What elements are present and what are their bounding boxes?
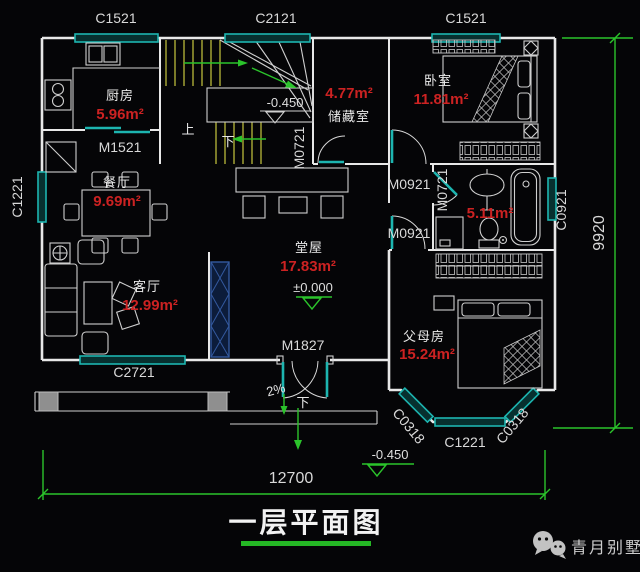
- room-name: 卧室: [424, 73, 452, 88]
- stair-break-line: [219, 39, 312, 91]
- entry-down-label: 下: [296, 395, 309, 410]
- stair-down-label: 下: [221, 134, 234, 149]
- entry-slope-arrows: [280, 394, 302, 450]
- kitchen-sliding-door: [85, 126, 150, 134]
- room-area: 5.96m²: [96, 106, 144, 123]
- parents-furniture: [433, 253, 543, 389]
- room-name: 客厅: [133, 279, 161, 294]
- window-label: C2721: [113, 364, 154, 380]
- drawing-title-block: 一层平面图: [228, 507, 383, 546]
- bathroom-door: [433, 171, 458, 206]
- kitchen-fixtures: [44, 42, 160, 130]
- stair-up-label: 上: [181, 122, 194, 137]
- room-area: 15.24m²: [399, 346, 455, 363]
- window-label: C0921: [553, 189, 569, 230]
- bathroom-fixtures: [435, 168, 541, 250]
- hall-screen: [210, 261, 230, 358]
- bedroom-door: [390, 129, 427, 165]
- room-name: 堂屋: [295, 240, 323, 255]
- porch: 2% 下: [34, 380, 378, 450]
- dimension-lines: 12700 9920: [37, 32, 633, 500]
- porch-column: [38, 391, 59, 412]
- staircase: 上 下: [165, 39, 314, 164]
- door-label: M0721: [291, 126, 307, 169]
- level-stair: -0.450: [267, 95, 304, 110]
- windows: [37, 33, 557, 427]
- title-underline: [241, 541, 371, 546]
- room-name: 父母房: [403, 329, 445, 344]
- level-hall: ±0.000: [293, 280, 333, 295]
- room-area: 11.81m²: [413, 91, 468, 108]
- door-label: M0921: [388, 176, 431, 192]
- room-area: 5.11m²: [467, 205, 514, 222]
- door-label: M1827: [282, 337, 325, 353]
- watermark: 青月别墅: [533, 531, 640, 559]
- stair-direction-arrows: [184, 59, 297, 143]
- door-label: M0921: [388, 225, 431, 241]
- level-markers: -0.450 ±0.000 -0.450: [260, 95, 414, 478]
- room-area: 4.77m²: [325, 85, 373, 102]
- hall-furniture: [210, 167, 349, 358]
- room-area: 17.83m²: [280, 258, 336, 275]
- window-label: C1221: [9, 176, 25, 217]
- window-label: C1221: [444, 434, 485, 450]
- window-label: C1521: [445, 10, 486, 26]
- room-area: 9.69m²: [93, 193, 141, 210]
- stair-winders: [254, 39, 313, 119]
- watermark-text: 青月别墅: [571, 539, 640, 557]
- room-name: 厨房: [106, 88, 134, 103]
- living-furniture: [44, 239, 141, 355]
- doors: [85, 126, 458, 399]
- window-label: C2121: [255, 10, 296, 26]
- drawing-title: 一层平面图: [228, 507, 383, 538]
- door-label: M1521: [99, 139, 142, 155]
- room-labels: 厨房 5.96m² 餐厅 9.69m² 客厅 12.99m² 堂屋 17.83m…: [93, 73, 513, 363]
- wechat-icon: [533, 531, 566, 559]
- entry-double-door: [276, 355, 334, 399]
- level-entry: -0.450: [372, 447, 409, 462]
- dim-height: 9920: [591, 215, 608, 251]
- door-label: M0721: [434, 168, 450, 211]
- dining-furniture: [45, 141, 168, 254]
- parents-door: [390, 215, 426, 250]
- dim-width: 12700: [269, 470, 314, 487]
- room-name: 餐厅: [103, 175, 131, 190]
- storage-door: [317, 135, 346, 164]
- porch-column: [207, 391, 228, 412]
- bedroom-furniture: [432, 39, 541, 161]
- room-area: 12.99m²: [122, 297, 178, 314]
- room-name: 储藏室: [328, 109, 370, 124]
- stair-landing: [206, 87, 314, 123]
- entry-slope-label: 2%: [265, 380, 287, 399]
- window-label: C1521: [95, 10, 136, 26]
